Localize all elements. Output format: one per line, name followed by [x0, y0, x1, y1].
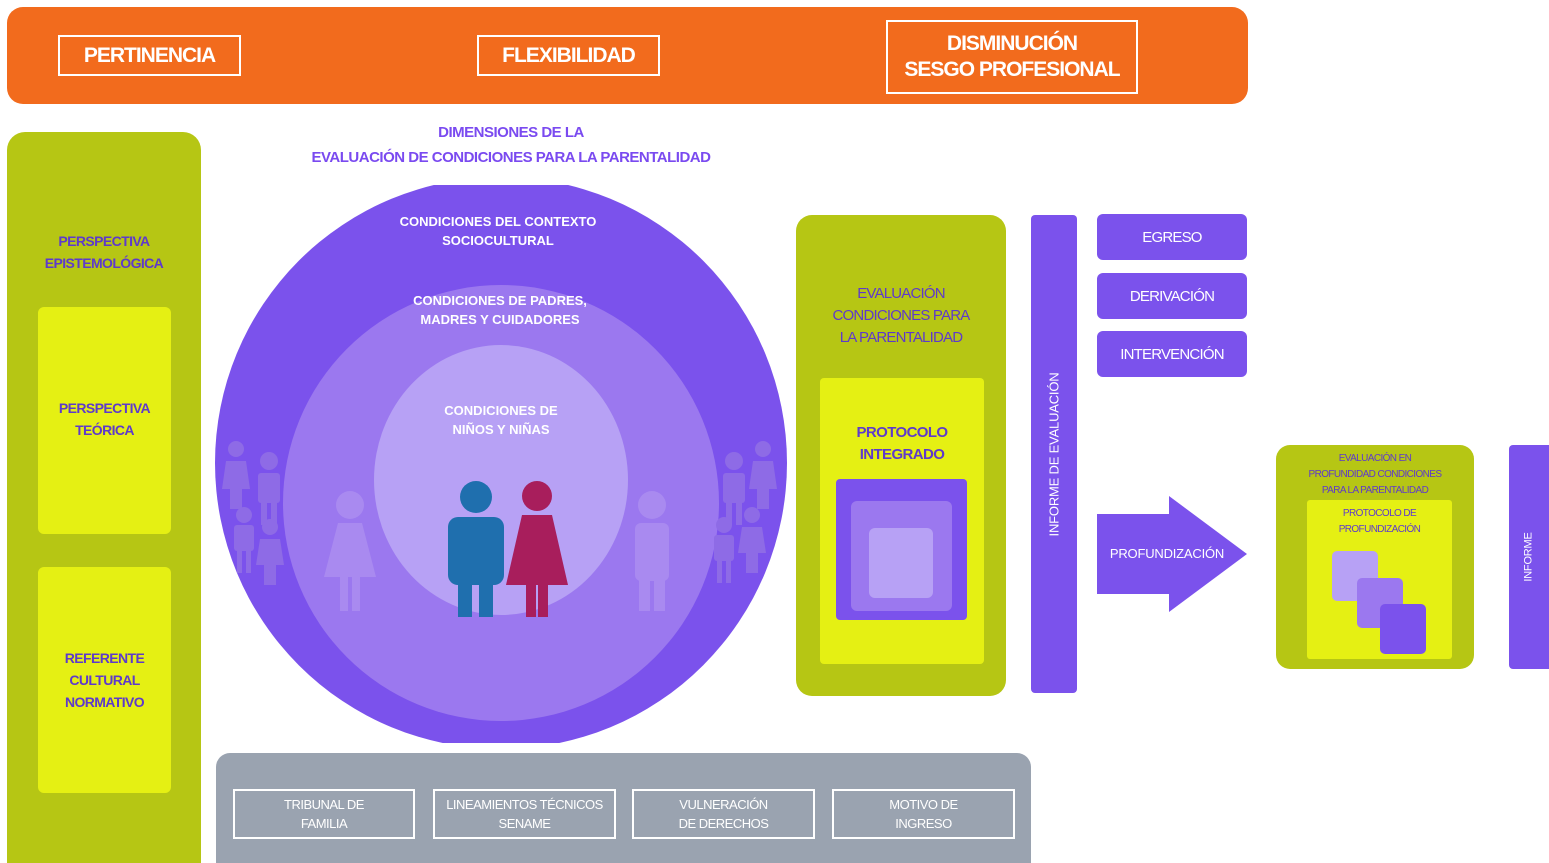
- deep-evaluation-title: EVALUACIÓN EN PROFUNDIDAD CONDICIONES PA…: [1276, 451, 1474, 499]
- middle-circle-label: CONDICIONES DE PADRES, MADRES Y CUIDADOR…: [350, 291, 650, 329]
- deep-title-line-2: PROFUNDIDAD CONDICIONES: [1308, 469, 1442, 480]
- egreso-label: EGRESO: [1142, 228, 1202, 246]
- protocol-layer-middle: [851, 501, 952, 611]
- theoretical-line-2: TEÓRICA: [75, 422, 134, 438]
- outer-circle-line-2: SOCIOCULTURAL: [442, 233, 554, 248]
- integrated-protocol-box: PROTOCOLO INTEGRADO: [820, 378, 984, 664]
- title-line-2: EVALUACIÓN DE CONDICIONES PARA LA PARENT…: [311, 149, 711, 166]
- lineamientos-sename-box: LINEAMIENTOS TÉCNICOS SENAME: [433, 789, 616, 839]
- epistemological-line-1: PERSPECTIVA: [58, 233, 150, 249]
- deep-protocol-label: PROTOCOLO DE PROFUNDIZACIÓN: [1307, 506, 1452, 538]
- epistemological-line-2: EPISTEMOLÓGICA: [44, 255, 164, 271]
- inner-circle-line-1: CONDICIONES DE: [444, 403, 558, 418]
- egreso-box: EGRESO: [1097, 214, 1247, 260]
- final-report-bar: INFORME: [1509, 445, 1549, 669]
- entry-context-bar: TRIBUNAL DE FAMILIA LINEAMIENTOS TÉCNICO…: [216, 753, 1031, 863]
- lineamientos-line-2: SENAME: [498, 816, 551, 831]
- vulneracion-line-1: VULNERACIÓN: [679, 797, 768, 812]
- cultural-line-1: REFERENTE: [64, 650, 145, 666]
- disminucion-label: DISMINUCIÓN: [946, 32, 1078, 55]
- dimensions-circles: [215, 185, 787, 743]
- theoretical-line-1: PERSPECTIVA: [58, 400, 151, 416]
- cultural-line-2: CULTURAL: [69, 672, 140, 688]
- cultural-line-3: NORMATIVO: [64, 694, 145, 710]
- final-report-label: INFORME: [1523, 532, 1536, 582]
- deep-protocol-line-2: PROFUNDIZACIÓN: [1338, 524, 1421, 535]
- outer-circle-line-1: CONDICIONES DEL CONTEXTO: [399, 214, 597, 229]
- evaluation-title-line-2: CONDICIONES PARA: [832, 307, 971, 324]
- sesgo-profesional-label: SESGO PROFESIONAL: [904, 58, 1120, 81]
- protocol-line-1: PROTOCOLO: [856, 424, 949, 441]
- deep-protocol-line-1: PROTOCOLO DE: [1342, 508, 1417, 519]
- protocol-line-2: INTEGRADO: [859, 446, 945, 463]
- motivo-line-2: INGRESO: [895, 816, 952, 831]
- deep-layer-3: [1380, 604, 1426, 654]
- outer-circle-label: CONDICIONES DEL CONTEXTO SOCIOCULTURAL: [350, 212, 646, 250]
- evaluation-panel: EVALUACIÓN CONDICIONES PARA LA PARENTALI…: [796, 215, 1006, 696]
- inner-circle: [374, 345, 628, 615]
- evaluation-title-line-3: LA PARENTALIDAD: [839, 329, 963, 346]
- perspectives-column: PERSPECTIVA EPISTEMOLÓGICA PERSPECTIVA T…: [7, 132, 201, 863]
- principles-bar: PERTINENCIA FLEXIBILIDAD DISMINUCIÓN SES…: [7, 7, 1248, 104]
- vulneracion-line-2: DE DERECHOS: [678, 816, 769, 831]
- family-group-icon-left: [222, 441, 284, 585]
- disminucion-sesgo-box: DISMINUCIÓN SESGO PROFESIONAL: [886, 20, 1138, 94]
- flexibilidad-label: FLEXIBILIDAD: [502, 43, 636, 67]
- inner-circle-label: CONDICIONES DE NIÑOS Y NIÑAS: [400, 401, 602, 439]
- cultural-referent-box: REFERENTE CULTURAL NORMATIVO: [38, 567, 171, 793]
- theoretical-perspective-box: PERSPECTIVA TEÓRICA: [38, 307, 171, 534]
- evaluation-title: EVALUACIÓN CONDICIONES PARA LA PARENTALI…: [796, 283, 1006, 349]
- protocol-layer-inner: [869, 528, 933, 598]
- title-line-1: DIMENSIONES DE LA: [438, 124, 584, 141]
- pertinencia-label: PERTINENCIA: [83, 43, 216, 67]
- intervencion-box: INTERVENCIÓN: [1097, 331, 1247, 377]
- derivacion-label: DERIVACIÓN: [1129, 287, 1215, 305]
- middle-circle-line-1: CONDICIONES DE PADRES,: [413, 293, 587, 308]
- epistemological-perspective: PERSPECTIVA EPISTEMOLÓGICA: [7, 230, 201, 274]
- deep-protocol-box: PROTOCOLO DE PROFUNDIZACIÓN: [1307, 500, 1452, 659]
- middle-circle-line-2: MADRES Y CUIDADORES: [420, 312, 580, 327]
- pertinencia-box: PERTINENCIA: [58, 35, 241, 76]
- derivacion-box: DERIVACIÓN: [1097, 273, 1247, 319]
- protocol-layer-outer: [836, 479, 967, 620]
- vulneracion-derechos-box: VULNERACIÓN DE DERECHOS: [632, 789, 815, 839]
- evaluation-title-line-1: EVALUACIÓN: [857, 285, 945, 302]
- deep-title-line-1: EVALUACIÓN EN: [1338, 453, 1412, 464]
- motivo-ingreso-box: MOTIVO DE INGRESO: [832, 789, 1015, 839]
- profundizacion-label: PROFUNDIZACIÓN: [1109, 545, 1225, 561]
- evaluation-report-label: INFORME DE EVALUACIÓN: [1046, 372, 1062, 536]
- inner-circle-line-2: NIÑOS Y NIÑAS: [452, 422, 550, 437]
- profundizacion-arrow-icon: [1097, 496, 1247, 612]
- intervencion-label: INTERVENCIÓN: [1120, 345, 1224, 363]
- family-group-icon-right: [714, 441, 777, 583]
- tribunal-line-1: TRIBUNAL DE: [284, 797, 364, 812]
- deep-evaluation-panel: EVALUACIÓN EN PROFUNDIDAD CONDICIONES PA…: [1276, 445, 1474, 669]
- person-female-icon-faded: [324, 491, 376, 611]
- deep-title-line-3: PARA LA PARENTALIDAD: [1321, 485, 1429, 496]
- motivo-line-1: MOTIVO DE: [889, 797, 958, 812]
- flexibilidad-box: FLEXIBILIDAD: [477, 35, 660, 76]
- evaluation-report-bar: INFORME DE EVALUACIÓN: [1031, 215, 1077, 693]
- person-male-icon-faded: [635, 491, 669, 611]
- lineamientos-line-1: LINEAMIENTOS TÉCNICOS: [446, 797, 603, 812]
- person-male-icon: [448, 481, 504, 617]
- integrated-protocol-label: PROTOCOLO INTEGRADO: [820, 422, 984, 466]
- tribunal-line-2: FAMILIA: [300, 816, 348, 831]
- tribunal-familia-box: TRIBUNAL DE FAMILIA: [233, 789, 415, 839]
- person-female-icon: [506, 481, 568, 617]
- diagram-title: DIMENSIONES DE LA EVALUACIÓN DE CONDICIO…: [216, 120, 806, 170]
